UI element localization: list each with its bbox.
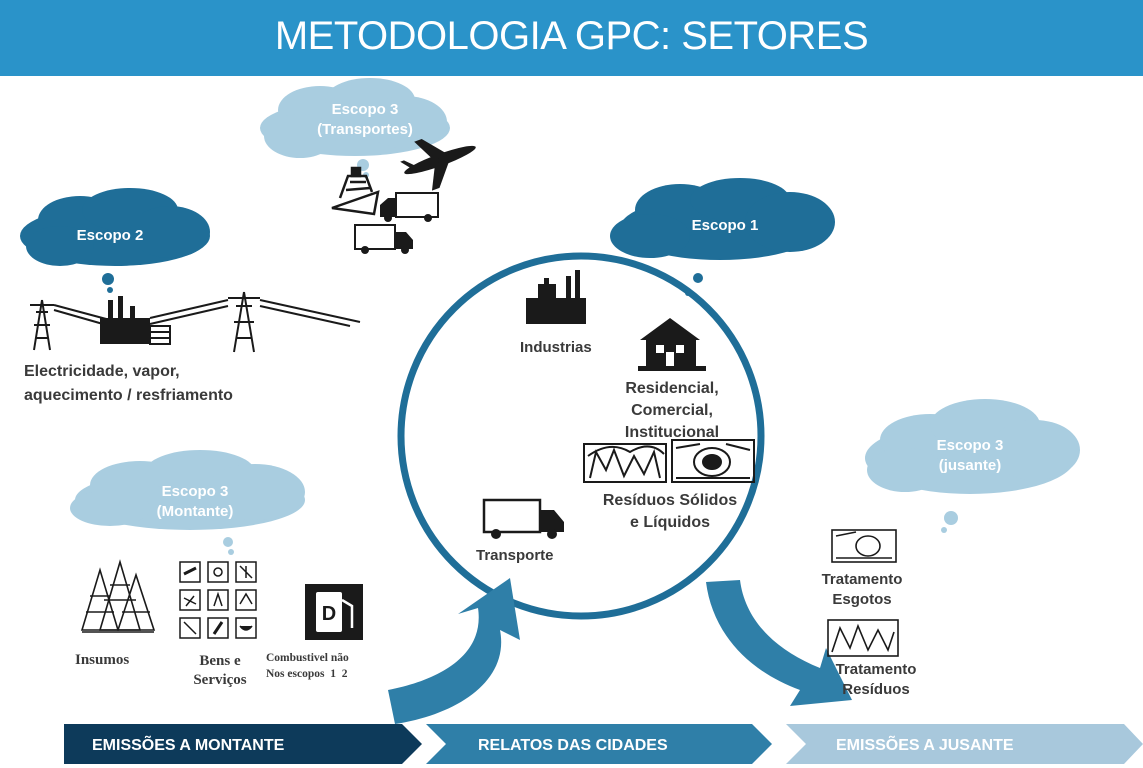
power-tower-icon (30, 291, 361, 353)
tratamento-esgotos-line1: Tratamento (821, 571, 903, 588)
cloud-transport-line2: (Transportes) (317, 121, 413, 138)
fuel-pump-icon: D (305, 584, 363, 640)
combustivel-line1: Combustivel não (266, 652, 349, 664)
inflow-arrow (388, 578, 520, 724)
factory-icon (526, 270, 586, 324)
cloud-upstream-line2: (Montante) (156, 503, 234, 520)
bens-line1: Bens e (199, 653, 241, 669)
electricity-label: Electricidade, vapor, aquecimento / resf… (24, 360, 233, 408)
residuos-line1: Resíduos Sólidos (602, 492, 738, 509)
page-title: METODOLOGIA GPC: SETORES (274, 14, 869, 58)
forest-icon (80, 559, 156, 633)
downstream-bar-label: EMISSÕES A JUSANTE (836, 737, 1014, 754)
tratamento-residuos-line1: Tratamento (835, 661, 917, 678)
ship-icon (331, 166, 380, 216)
airplane-icon (400, 138, 476, 191)
upstream-bar (64, 724, 422, 764)
cloud-downstream-label: Escopo 3 (jusante) (905, 436, 1035, 476)
cloud-downstream-line1: Escopo 3 (936, 437, 1004, 454)
bens-line2: Serviços (193, 672, 247, 688)
bens-label: Bens e Serviços (180, 652, 260, 690)
waste-icon (583, 443, 667, 483)
residencial-line3: Institucional (624, 424, 720, 440)
residencial-line2: Comercial, (631, 402, 713, 419)
cloud-upstream-line1: Escopo 3 (161, 483, 229, 500)
outflow-arrow (706, 580, 852, 706)
tratamento-residuos-label: Tratamento Resíduos (816, 660, 936, 700)
cloud-transport (260, 78, 450, 178)
tratamento-esgotos-line2: Esgotos (832, 591, 892, 608)
transporte-label: Transporte (476, 547, 554, 564)
svg-text:D: D (322, 603, 336, 625)
sewage-treatment-icon (831, 529, 897, 563)
cloud-transport-label: Escopo 3 (Transportes) (300, 100, 430, 140)
cloud-transport-line1: Escopo 3 (331, 101, 399, 118)
residencial-line1: Residencial, (625, 380, 719, 397)
insumos-label: Insumos (75, 652, 130, 668)
cloud-downstream-line2: (jusante) (938, 457, 1002, 474)
cloud-scope2 (20, 188, 210, 293)
house-icon (638, 318, 706, 371)
waste-treatment-icon (827, 619, 899, 657)
city-bar (426, 724, 772, 764)
downstream-bar (786, 724, 1143, 764)
cloud-downstream (865, 399, 1080, 533)
electricity-line1: Electricidade, vapor, (24, 363, 180, 380)
industrias-label: Industrias (520, 339, 592, 356)
cloud-upstream (70, 450, 305, 555)
power-plant-icon (100, 296, 171, 345)
title-bar (0, 0, 1143, 76)
transport-truck-icon (482, 498, 564, 539)
electricity-line2: aquecimento / resfriamento (24, 387, 233, 404)
combustivel-line2: Nos escopos 1 2 (266, 668, 348, 680)
truck-icon (354, 192, 439, 254)
tratamento-esgotos-label: Tratamento Esgotos (802, 570, 922, 610)
cloud-scope1 (610, 178, 835, 296)
city-bar-label: RELATOS DAS CIDADES (478, 737, 668, 754)
residuos-line2: e Líquidos (630, 514, 710, 531)
cloud-scope2-label: Escopo 2 (76, 227, 144, 244)
tratamento-residuos-line2: Resíduos (842, 681, 910, 698)
residuos-label: Resíduos Sólidos e Líquidos (585, 490, 755, 534)
city-boundary-circle (397, 252, 765, 620)
combustivel-label: Combustivel não Nos escopos 1 2 (266, 650, 349, 682)
cloud-upstream-label: Escopo 3 (Montante) (130, 482, 260, 522)
goods-grid-icon (179, 561, 257, 639)
sewage-pipe-icon (671, 439, 755, 483)
residencial-label: Residencial, Comercial, Institucional (612, 378, 732, 440)
cloud-scope1-label: Escopo 1 (691, 217, 759, 234)
upstream-bar-label: EMISSÕES A MONTANTE (92, 737, 285, 754)
